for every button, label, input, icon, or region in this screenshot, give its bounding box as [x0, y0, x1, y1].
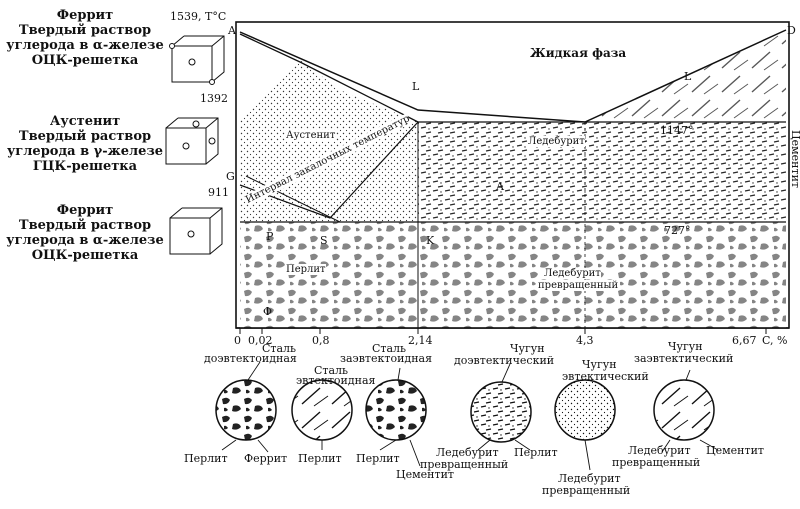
phase-line3: углерода в γ-железе: [6, 144, 164, 159]
tick-0-02: 0,02: [248, 334, 273, 347]
micro-circle-3: [365, 379, 427, 441]
micro-label-ledeburite-1b: превращенный: [420, 458, 509, 471]
ledeburite-area: [418, 122, 786, 222]
left-phase-ferrite-top: Феррит Твердый раствор углерода в α-желе…: [4, 8, 166, 68]
point-l: L: [412, 80, 420, 93]
tick-0: 0: [234, 334, 241, 347]
phase-line4: ОЦК-решетка: [31, 248, 139, 263]
quench-line: [245, 175, 341, 223]
temp-1539: 1539, T°C: [170, 10, 227, 23]
left-phase-ferrite-bottom: Феррит Твердый раствор углерода в α-желе…: [4, 203, 166, 263]
point-d: D: [787, 24, 796, 37]
micro-circle-1: [215, 379, 277, 441]
fcc-cube-middle: [165, 117, 219, 165]
temp-911: 911: [208, 186, 229, 199]
point-a: A: [228, 24, 236, 37]
region-ledeburite: Ледебурит: [528, 136, 585, 147]
micro-circle-5: [554, 379, 616, 441]
class-iron-hypo-2: доэвтектический: [454, 354, 555, 367]
phase-name: Аустенит: [49, 114, 121, 129]
micro-circle-6: [653, 379, 715, 441]
class-steel-hypo-2: доэвтектоидная: [204, 352, 297, 365]
phase-line4: ГЦК-решетка: [32, 159, 138, 174]
tick-0-8: 0,8: [312, 334, 330, 347]
region-ledeburite-trans-1: Ледебурит: [544, 268, 601, 279]
point-k: K: [426, 234, 435, 247]
class-steel-eut-2: эвтектоидная: [296, 374, 376, 387]
tick-c-unit: C, %: [762, 334, 788, 347]
micro-label-ledeburite-3b: превращенный: [612, 456, 701, 469]
region-a: A: [496, 180, 504, 193]
point-s: S: [320, 234, 328, 247]
class-iron-hyper-1: Чугун: [668, 340, 703, 353]
perlite-area: [240, 222, 786, 328]
region-liquid: Жидкая фаза: [530, 46, 627, 60]
micro-label-perlite-2: Перлит: [298, 452, 342, 465]
micro-label-perlite-3: Перлит: [356, 452, 400, 465]
tick-6-67: 6,67: [732, 334, 757, 347]
temp-727: 727°: [664, 224, 691, 237]
phase-line2: Твердый раствор: [18, 23, 152, 38]
liquidus-line: [239, 29, 787, 123]
bcc-cube-bottom: [169, 207, 223, 255]
micro-label-cementite-1: Цементит: [396, 468, 455, 481]
micro-label-ledeburite-3: Ледебурит: [628, 444, 691, 457]
phase-name: Феррит: [56, 8, 114, 23]
class-iron-eut-1: Чугун: [582, 358, 617, 371]
phase-line3: углерода в α-железе: [6, 233, 164, 248]
phase-name: Феррит: [56, 203, 114, 218]
region-ledeburite-trans-2: превращенный: [538, 280, 619, 291]
phase-line2: Твердый раствор: [18, 218, 152, 233]
region-l: L: [684, 70, 692, 83]
class-steel-hypo-1: Сталь: [262, 342, 297, 355]
point-p: P: [266, 230, 274, 243]
class-steel-hyper-1: Сталь: [372, 342, 407, 355]
micro-label-perlite-4: Перлит: [514, 446, 558, 459]
phase-line3: углерода в α-железе: [6, 38, 164, 53]
class-iron-hyper-2: заэвтектический: [634, 352, 734, 365]
x-tick-marks: [239, 328, 767, 334]
class-steel-hyper-2: заэвтектоидная: [340, 352, 433, 365]
gs-line: [239, 121, 419, 219]
micro-label-perlite-1: Перлит: [184, 452, 228, 465]
region-austenite: Аустенит: [286, 130, 336, 141]
region-cementite: Цементит: [789, 130, 800, 189]
micro-label-cementite-2: Цементит: [706, 444, 765, 457]
tick-4-3: 4,3: [576, 334, 594, 347]
micro-circle-2: [291, 379, 353, 441]
left-phase-austenite: Аустенит Твердый раствор углерода в γ-же…: [4, 114, 166, 174]
class-iron-eut-2: эвтектический: [562, 370, 649, 383]
tick-2-14: 2,14: [408, 334, 433, 347]
leader-lines: [221, 361, 719, 471]
phase-line4: ОЦК-решетка: [31, 53, 139, 68]
micro-label-ledeburite-2b: превращенный: [542, 484, 631, 497]
micro-label-ferrite: Феррит: [244, 452, 288, 465]
micro-label-ledeburite-1: Ледебурит: [436, 446, 499, 459]
phase-line2: Твердый раствор: [18, 129, 152, 144]
austenite-area: [240, 60, 418, 222]
bcc-cube-top: [169, 35, 225, 85]
temp-1147: 1147°: [660, 124, 694, 137]
point-f: Φ: [263, 305, 273, 318]
temp-1392: 1392: [200, 92, 228, 105]
region-perlite: Перлит: [286, 264, 326, 275]
point-g: G: [226, 170, 235, 183]
solidus-line: [239, 33, 419, 123]
class-iron-hypo-1: Чугун: [510, 342, 545, 355]
micro-circle-4: [470, 381, 532, 443]
micro-label-ledeburite-2: Ледебурит: [558, 472, 621, 485]
class-steel-eut-1: Сталь: [314, 364, 349, 377]
